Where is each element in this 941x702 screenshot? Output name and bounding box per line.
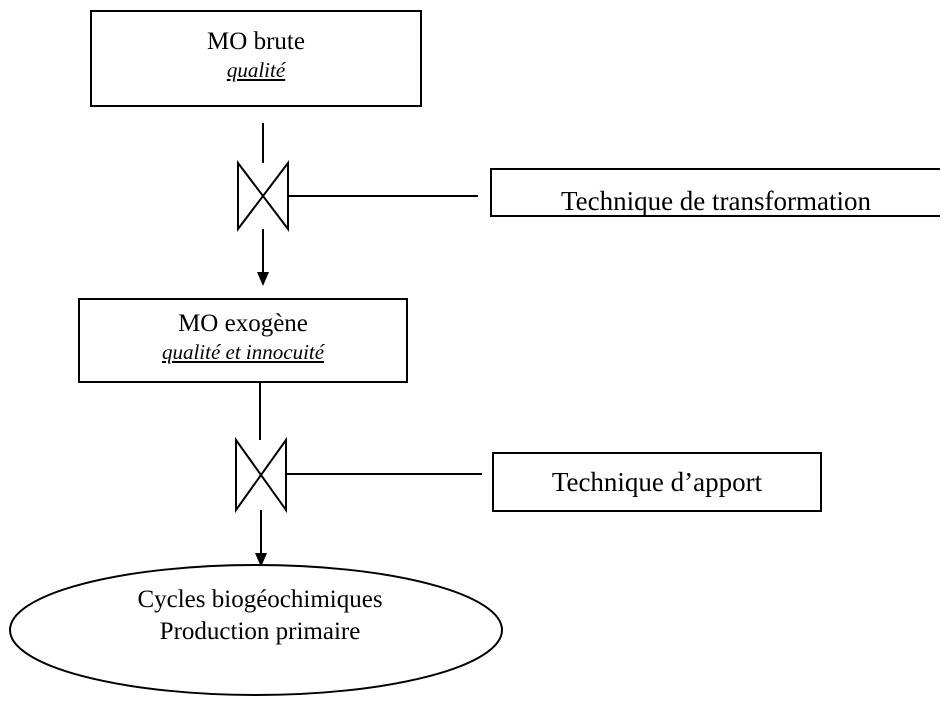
technique-apport-box: Technique d’apport	[492, 452, 822, 512]
ellipse-cycles	[9, 564, 503, 696]
valve-icon-apport	[235, 436, 287, 514]
mo-exogene-title: MO exogène	[178, 310, 308, 337]
mo-brute-box: MO brute qualité	[90, 10, 422, 107]
arrowhead-icon	[255, 553, 267, 567]
mo-brute-title: MO brute	[207, 28, 305, 55]
technique-transformation-box: Technique de transformation	[490, 168, 940, 217]
ellipse-label: Cycles biogéochimiques Production primai…	[60, 584, 460, 648]
mo-brute-subtitle: qualité	[226, 58, 286, 82]
ellipse-line-1: Cycles biogéochimiques	[137, 586, 383, 613]
technique-apport-label: Technique d’apport	[551, 467, 763, 497]
technique-transformation-label: Technique de transformation	[561, 186, 871, 216]
arrowhead-icon	[257, 272, 269, 286]
ellipse-line-2: Production primaire	[159, 618, 361, 645]
mo-exogene-subtitle: qualité et innocuité	[161, 340, 325, 364]
mo-exogene-box: MO exogène qualité et innocuité	[78, 298, 408, 383]
valve-icon-transformation	[237, 160, 289, 232]
